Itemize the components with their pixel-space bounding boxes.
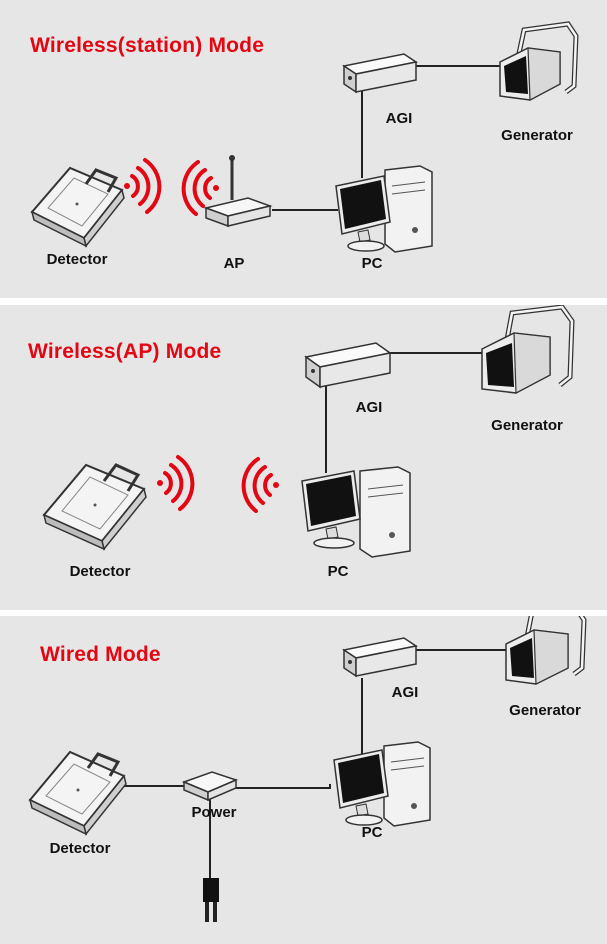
panel-wireless-station: Wireless(station) Mode AGI Generator Det… <box>0 0 607 298</box>
wifi-signal-detector-icon <box>157 457 192 509</box>
power-plug-icon <box>203 878 219 922</box>
pc-label: PC <box>362 824 383 841</box>
agi-device-icon <box>344 638 416 676</box>
connection-lines <box>118 650 506 878</box>
panel-title: Wired Mode <box>40 643 161 667</box>
pc-icon <box>334 742 430 826</box>
agi-label: AGI <box>356 399 383 416</box>
panel-title: Wireless(AP) Mode <box>28 340 221 364</box>
wifi-signal-pc-icon <box>244 459 279 511</box>
panel-wired: Wired Mode AGI Generator Detector Power … <box>0 616 607 944</box>
detector-panel-icon <box>32 168 124 246</box>
agi-label: AGI <box>392 684 419 701</box>
detector-label: Detector <box>47 251 108 268</box>
generator-icon <box>506 616 584 684</box>
agi-label: AGI <box>386 110 413 127</box>
panel-title: Wireless(station) Mode <box>30 34 264 58</box>
line-power-pc <box>234 784 330 788</box>
pc-icon <box>336 166 432 252</box>
pc-label: PC <box>328 563 349 580</box>
generator-icon <box>500 24 576 100</box>
pc-icon <box>302 467 410 557</box>
power-label: Power <box>191 804 236 821</box>
panel-wireless-ap: Wireless(AP) Mode AGI Generator Detector… <box>0 305 607 610</box>
power-box-icon <box>184 772 236 800</box>
generator-label: Generator <box>501 127 573 144</box>
wifi-signal-detector-icon <box>124 160 159 212</box>
generator-icon <box>482 307 572 393</box>
pc-label: PC <box>362 255 383 272</box>
agi-device-icon <box>306 343 390 387</box>
generator-label: Generator <box>509 702 581 719</box>
generator-label: Generator <box>491 417 563 434</box>
detector-panel-icon <box>30 752 126 834</box>
agi-device-icon <box>344 54 416 92</box>
detector-panel-icon <box>44 465 146 549</box>
detector-label: Detector <box>70 563 131 580</box>
ap-label: AP <box>224 255 245 272</box>
detector-label: Detector <box>50 840 111 857</box>
